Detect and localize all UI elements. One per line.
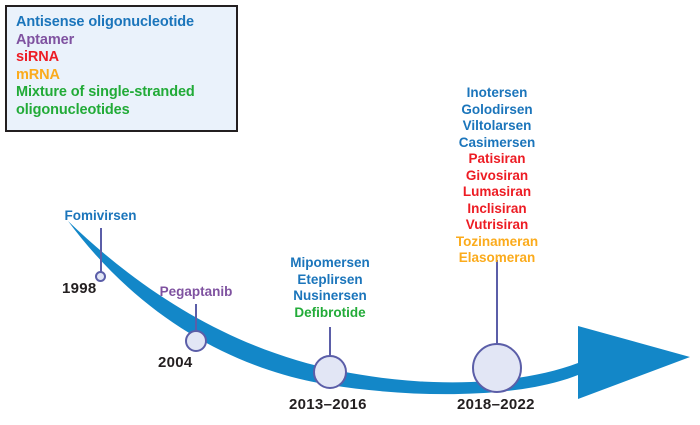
drug-name-inotersen: Inotersen [466,85,528,100]
legend-item-label: siRNA [16,49,60,65]
milestone-drugs-2013-2016: Mipomersen Eteplirsen Nusinersen Defibro… [266,255,394,321]
leader-line-1998 [100,228,102,277]
drug-name-golodirsen: Golodirsen [461,101,533,117]
milestone-marker-2004[interactable] [185,330,207,352]
drug-name-vutrisiran: Vutrisiran [465,217,529,232]
milestone-drugs-1998: Fomivirsen [50,208,151,225]
year-label-2018-2022: 2018–2022 [457,396,535,413]
leader-line-2013-2016 [329,327,331,357]
legend-item-antisense-oligonucleotide: Antisense oligonucleotide [16,14,236,32]
legend-item-label: Mixture of single-stranded oligonucleoti… [16,84,195,118]
legend-box: Antisense oligonucleotide Aptamer siRNA … [5,5,238,132]
leader-line-2018-2022 [496,260,498,345]
drug-name-fomivirsen: Fomivirsen [64,208,137,223]
drug-name-elasomeran: Elasomeran [458,250,536,265]
drug-name-viltolarsen: Viltolarsen [462,118,532,133]
leader-line-2004 [195,304,197,336]
year-label-2004: 2004 [158,354,193,371]
drug-name-givosiran: Givosiran [465,167,529,183]
legend-item-mixture-of-single-stranded-oligonucleotides: Mixture of single-stranded oligonucleoti… [16,84,231,119]
drug-name-pegaptanib: Pegaptanib [159,284,233,299]
milestone-drugs-2004: Pegaptanib [146,284,246,301]
drug-name-mipomersen: Mipomersen [290,255,370,270]
legend-item-label: mRNA [16,66,60,83]
milestone-drugs-2018-2022: Inotersen Golodirsen Viltolarsen Casimer… [433,85,561,267]
milestone-marker-1998[interactable] [95,271,106,282]
drug-name-inclisiran: Inclisiran [467,200,527,216]
legend-item-mrna: mRNA [16,67,236,85]
milestone-marker-2013-2016[interactable] [313,355,347,389]
drug-name-nusinersen: Nusinersen [293,288,367,303]
legend-item-label: Antisense oligonucleotide [16,14,194,30]
legend-item-sirna: siRNA [16,49,236,67]
legend-item-aptamer: Aptamer [16,32,236,50]
drug-name-patisiran: Patisiran [468,151,526,166]
year-label-1998: 1998 [62,280,97,297]
drug-name-defibrotide: Defibrotide [294,304,366,320]
drug-name-eteplirsen: Eteplirsen [297,271,363,287]
legend-item-label: Aptamer [16,31,75,48]
drug-name-tozinameran: Tozinameran [455,233,539,249]
drug-name-lumasiran: Lumasiran [462,184,532,199]
drug-name-casimersen: Casimersen [458,134,536,150]
milestone-marker-2018-2022[interactable] [472,343,522,393]
year-label-2013-2016: 2013–2016 [289,396,367,413]
